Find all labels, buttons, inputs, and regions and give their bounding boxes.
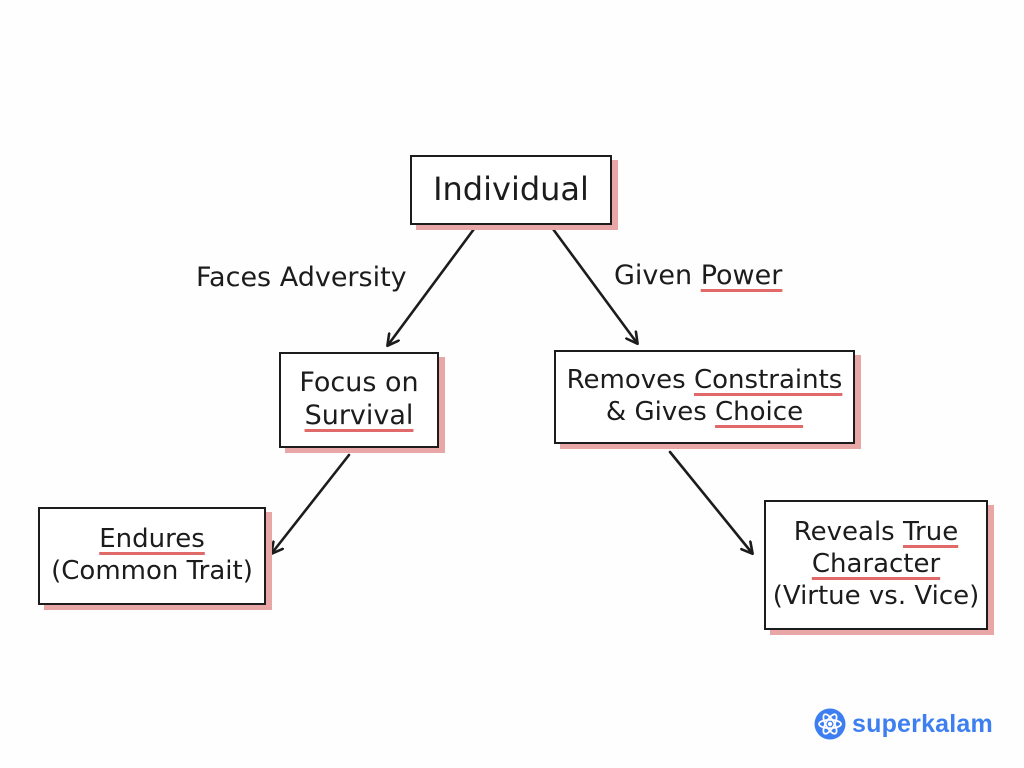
edge-label-power-highlight: Power xyxy=(700,260,783,291)
node-constraints-text-gives: & Gives xyxy=(605,397,716,427)
arrow-constraints-to-reveals xyxy=(668,450,752,553)
atom-logo-icon xyxy=(814,708,846,740)
highlight-survival: Survival xyxy=(304,400,414,431)
node-survival-line-1: Focus on xyxy=(299,367,419,399)
highlight-true: True xyxy=(903,517,959,548)
node-reveals-text-reveals: Reveals xyxy=(793,517,903,548)
node-individual-label: Individual xyxy=(433,170,589,209)
brand-name: superkalam xyxy=(852,709,993,738)
node-individual: Individual xyxy=(410,155,612,225)
node-constraints-line-2: & Gives Choice xyxy=(606,397,803,429)
node-endures-line-2: (Common Trait) xyxy=(51,556,253,586)
arrow-individual-to-constraints xyxy=(551,227,637,343)
node-reveals-line-2: Character xyxy=(812,549,940,581)
arrow-survival-to-endures xyxy=(272,453,351,553)
brand-logo: superkalam xyxy=(814,708,993,740)
node-focus-on-survival: Focus on Survival xyxy=(279,352,439,448)
node-endures-line-1: Endures xyxy=(99,524,205,556)
edge-label-given-power-text: Given xyxy=(614,260,701,291)
edge-label-faces-adversity-text: Faces Adversity xyxy=(196,262,407,293)
highlight-choice: Choice xyxy=(715,397,804,427)
node-reveals-line-1: Reveals True xyxy=(794,517,958,549)
node-reveals-line-3: (Virtue vs. Vice) xyxy=(772,580,980,611)
highlight-endures: Endures xyxy=(99,524,205,555)
edge-label-given-power: Given Power xyxy=(614,260,782,291)
highlight-character: Character xyxy=(811,549,941,580)
highlight-constraints: Constraints xyxy=(693,365,843,396)
node-endures: Endures (Common Trait) xyxy=(38,507,266,605)
node-removes-constraints: Removes Constraints & Gives Choice xyxy=(554,350,855,444)
edge-label-faces-adversity: Faces Adversity xyxy=(196,262,407,293)
node-reveals-true-character: Reveals True Character (Virtue vs. Vice) xyxy=(764,500,988,630)
arrow-individual-to-survival xyxy=(388,227,476,345)
node-survival-line-2: Survival xyxy=(305,400,414,433)
node-constraints-text-removes: Removes xyxy=(566,365,694,396)
node-constraints-line-1: Removes Constraints xyxy=(567,365,843,397)
